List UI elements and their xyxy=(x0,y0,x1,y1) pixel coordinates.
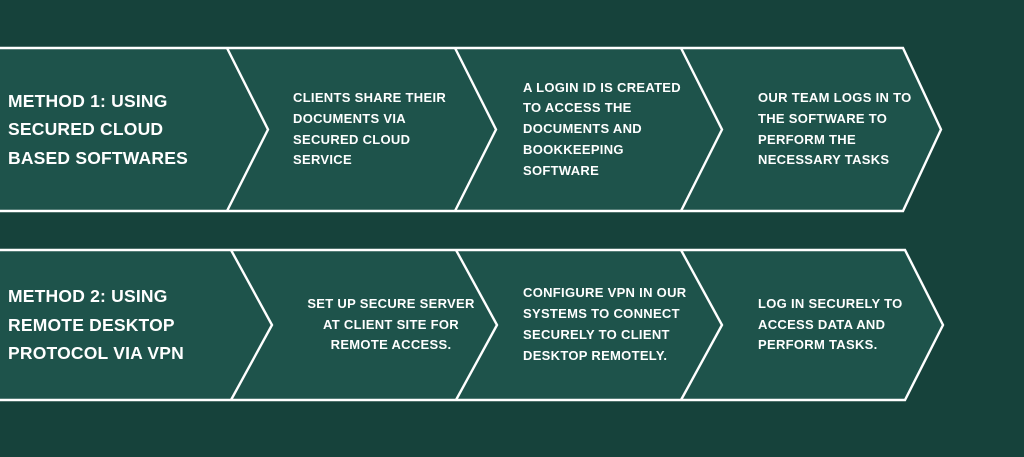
chevron-separator-icon xyxy=(229,249,274,401)
method-1-title-text: METHOD 1: USING SECURED CLOUD BASED SOFT… xyxy=(8,90,188,168)
method-2-step-3-text: LOG IN SECURELY TO ACCESS DATA AND PERFO… xyxy=(758,295,903,353)
method-1-step-3: OUR TEAM LOGS IN TO THE SOFTWARE TO PERF… xyxy=(758,48,940,211)
method-2-step-1: SET UP SECURE SERVER AT CLIENT SITE FOR … xyxy=(288,250,494,400)
method-2-title-text: METHOD 2: USING REMOTE DESKTOP PROTOCOL … xyxy=(8,286,184,364)
method-2-step-2-text: CONFIGURE VPN IN OUR SYSTEMS TO CONNECT … xyxy=(523,285,687,363)
method-1-step-2: A LOGIN ID IS CREATED TO ACCESS THE DOCU… xyxy=(523,48,719,211)
method-1-title: METHOD 1: USING SECURED CLOUD BASED SOFT… xyxy=(8,48,226,211)
method-2-title: METHOD 2: USING REMOTE DESKTOP PROTOCOL … xyxy=(8,250,236,400)
chevron-separator-icon xyxy=(453,47,498,212)
method-1-step-2-text: A LOGIN ID IS CREATED TO ACCESS THE DOCU… xyxy=(523,79,681,178)
method-2-arrow-shape xyxy=(0,248,945,402)
method-1-step-1-text: CLIENTS SHARE THEIR DOCUMENTS VIA SECURE… xyxy=(293,89,447,168)
method-2-step-3: LOG IN SECURELY TO ACCESS DATA AND PERFO… xyxy=(758,250,944,400)
method-1-step-3-text: OUR TEAM LOGS IN TO THE SOFTWARE TO PERF… xyxy=(758,89,912,168)
method-1-step-1: CLIENTS SHARE THEIR DOCUMENTS VIA SECURE… xyxy=(293,48,485,211)
chevron-separator-icon xyxy=(454,249,499,401)
chevron-separator-icon xyxy=(225,47,270,212)
method-1-arrow-shape xyxy=(0,46,943,213)
chevron-separator-icon xyxy=(679,47,724,212)
method-2-step-1-text: SET UP SECURE SERVER AT CLIENT SITE FOR … xyxy=(307,295,475,353)
method-2-step-2: CONFIGURE VPN IN OUR SYSTEMS TO CONNECT … xyxy=(523,250,725,400)
chevron-separator-icon xyxy=(679,249,724,401)
